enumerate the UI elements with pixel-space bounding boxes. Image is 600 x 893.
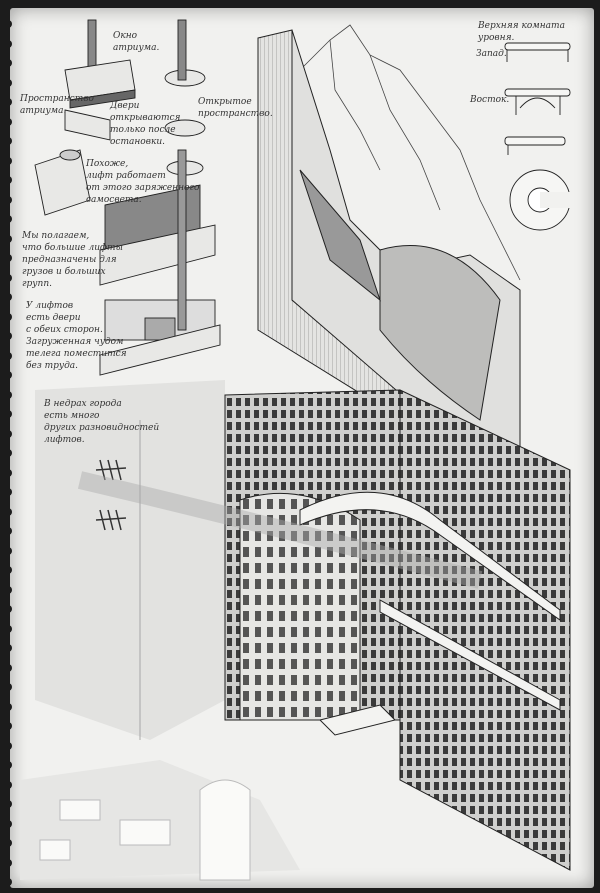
- binder-hole: [0, 449, 12, 457]
- binder-hole: [0, 137, 12, 145]
- binder-hole: [0, 39, 12, 48]
- mountain-sketch: [299, 24, 521, 281]
- binder-hole: [0, 468, 12, 477]
- note-atrium-space: Пространство атриума.: [20, 94, 94, 116]
- binder-hole: [0, 176, 12, 184]
- note-other-lifts: В недрах города есть много других разнов…: [44, 399, 160, 445]
- binder-hole: [0, 800, 12, 808]
- binder-hole: [0, 273, 12, 282]
- binder-hole: [0, 429, 12, 438]
- elevation-drawings: [504, 42, 572, 231]
- binder-hole: [0, 683, 12, 691]
- binder-hole: [0, 117, 12, 126]
- label-east: Восток.: [470, 95, 510, 105]
- floor-plan: [20, 760, 300, 881]
- binder-hole: [0, 741, 12, 750]
- binder-hole: [0, 566, 12, 574]
- binder-hole: [0, 293, 12, 301]
- lift-shaft-ghost: [35, 380, 225, 740]
- note-power-source: Похоже, лифт работает от этого заряженно…: [86, 159, 200, 205]
- binder-hole: [0, 332, 12, 340]
- lift-sketches: [34, 19, 221, 376]
- binder-hole: [0, 663, 12, 672]
- label-west: Запад.: [476, 49, 507, 59]
- binder-hole: [0, 312, 12, 321]
- binder-hole: [0, 878, 12, 886]
- binder-hole: [0, 780, 12, 789]
- binder-hole: [0, 254, 12, 262]
- note-top-room: Верхняя комната уровня.: [478, 21, 565, 43]
- binder-hole: [0, 234, 12, 243]
- note-doors: Двери открываются только после остановки…: [110, 101, 181, 147]
- binder-hole: [0, 156, 12, 165]
- note-open-space: Открытое пространство.: [198, 97, 273, 119]
- binder-hole: [0, 761, 12, 769]
- binder-hole: [0, 371, 12, 379]
- binder-hole: [0, 98, 12, 106]
- binder-hole: [0, 20, 12, 28]
- tower-cutaway: [257, 29, 521, 481]
- note-both-doors: У лифтов есть двери с обеих сторон. Загр…: [26, 301, 127, 371]
- binder-hole: [0, 546, 12, 555]
- binder-hole: [0, 390, 12, 399]
- underground-city: [77, 389, 571, 871]
- binder-hole: [0, 410, 12, 418]
- binder-hole: [0, 605, 12, 613]
- binder-hole: [0, 624, 12, 633]
- binder-hole: [0, 644, 12, 652]
- binder-hole: [0, 488, 12, 496]
- binder-hole: [0, 215, 12, 223]
- binder-hole: [0, 78, 12, 87]
- binder-hole: [0, 507, 12, 516]
- note-atrium-window: Окно атриума.: [113, 31, 160, 53]
- binder-hole: [0, 722, 12, 730]
- binder-hole: [0, 702, 12, 711]
- binder-hole: [0, 858, 12, 867]
- binder-hole: [0, 351, 12, 360]
- note-big-lifts: Мы полагаем, что большие лифты предназна…: [22, 231, 123, 289]
- binder-hole: [0, 195, 12, 204]
- binder-hole: [0, 839, 12, 847]
- binder-hole: [0, 819, 12, 828]
- binder-hole: [0, 585, 12, 594]
- binder-hole: [0, 527, 12, 535]
- binder-hole: [0, 59, 12, 67]
